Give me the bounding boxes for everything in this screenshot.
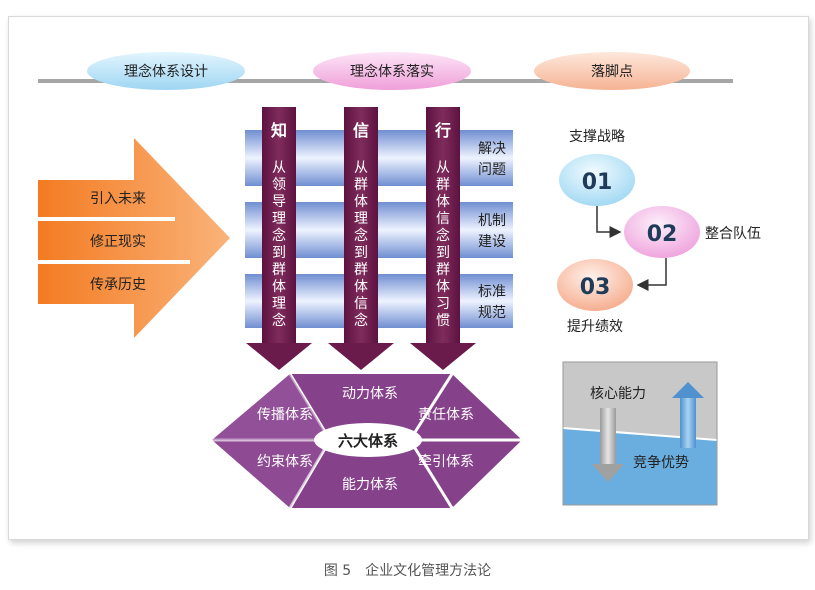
pill-design [87,52,245,90]
column-act-title: 行 [434,121,451,140]
column-know-title: 知 [271,121,287,140]
segment-dynamics: 动力体系 [342,386,398,402]
segment-traction: 牵引体系 [418,454,474,470]
column-text-glyphs: 从群体理念到群体信念 [354,160,368,329]
column-know [246,107,312,370]
column-text-glyphs: 从领导理念到群体理念 [272,160,286,329]
arrow-label-future: 引入未来 [90,191,146,207]
step-01-label: 支撑战略 [569,129,625,145]
big-orange-arrow [38,138,230,338]
arrow-label-heritage: 传承历史 [90,277,146,293]
column-believe-text: 从群体理念到群体信念 [354,160,368,329]
column-act-text: 从群体信念到群体习惯 [436,160,450,329]
step-03-circle [557,259,633,311]
step-03-label: 提升绩效 [567,319,623,335]
competitive-advantage-label: 竞争优势 [633,454,689,471]
pill-implement-label: 理念体系落实 [350,63,434,80]
column-believe-title: 信 [353,121,369,140]
six-systems-hexagon [212,373,522,509]
row-label-mechanism-1: 机制 [478,213,506,229]
step-02-circle [624,206,700,258]
segment-constraint: 约束体系 [257,454,313,470]
row-label-standard-1: 标准 [478,284,506,300]
pill-foothold-label: 落脚点 [591,64,633,80]
up-arrow [672,382,704,448]
figure-caption: 图 5 企业文化管理方法论 [323,563,492,579]
column-believe [328,107,394,370]
segment-capability: 能力体系 [342,477,398,493]
step-01-circle [559,154,635,206]
column-know-text: 从领导理念到群体理念 [272,160,286,329]
culture-methodology-diagram: 理念体系设计 理念体系落实 落脚点 引入未来 修正现实 传承历史 知 信 行 从… [38,52,761,509]
pill-foothold [534,52,690,90]
column-text-glyphs: 从群体信念到群体习惯 [436,160,450,329]
step-03-number: 03 [580,275,611,300]
step-02-label: 整合队伍 [705,226,761,242]
segment-responsibility: 责任体系 [418,407,474,423]
row-label-mechanism-2: 建设 [478,234,506,250]
step-01-number: 01 [582,170,613,195]
row-label-problem-1: 解决 [478,141,506,157]
row-label-standard-2: 规范 [478,304,506,321]
arrow-label-correct: 修正现实 [90,234,146,250]
step-arrow-1 [596,206,622,238]
segment-communication: 传播体系 [257,407,313,423]
hexagon-center-label: 六大体系 [338,432,398,450]
row-label-problem-2: 问题 [478,162,506,178]
pill-design-label: 理念体系设计 [124,63,208,80]
column-act [410,107,476,370]
core-competence-label: 核心能力 [590,386,646,402]
down-arrow [592,408,624,482]
step-arrow-2 [636,258,667,291]
pill-implement [313,52,471,90]
step-02-number: 02 [647,222,678,247]
